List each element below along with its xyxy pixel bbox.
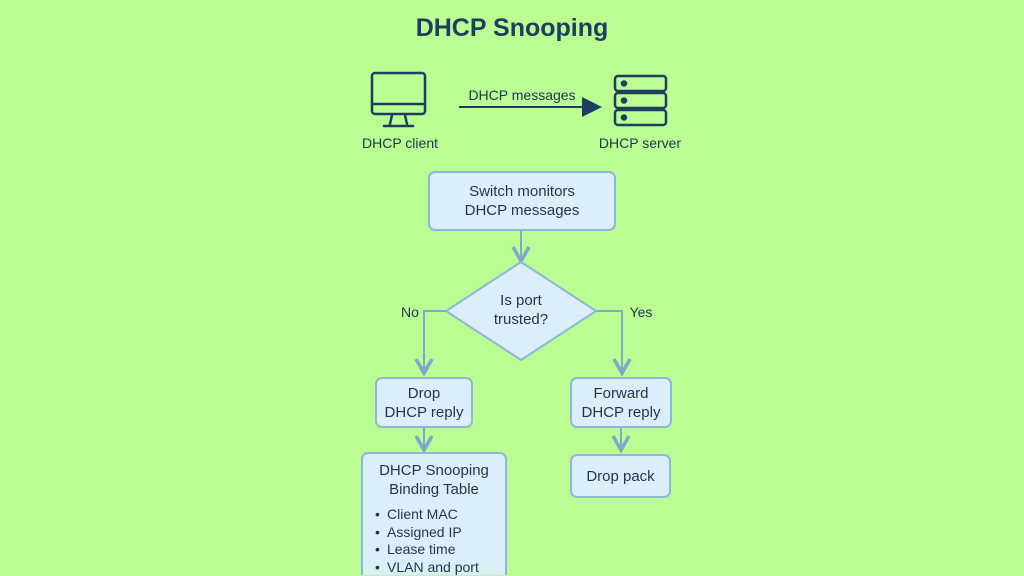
- drop-reply-line2: DHCP reply: [385, 403, 464, 422]
- binding-table-list: Client MAC Assigned IP Lease time VLAN a…: [363, 506, 505, 576]
- binding-table-box: DHCP Snooping Binding Table Client MAC A…: [361, 452, 507, 575]
- switch-monitors-line1: Switch monitors: [469, 182, 575, 201]
- dhcp-server-label: DHCP server: [588, 135, 692, 151]
- forward-reply-line1: Forward: [593, 384, 648, 403]
- yes-label: Yes: [626, 304, 656, 320]
- binding-item-client-mac: Client MAC: [375, 506, 505, 524]
- no-label: No: [398, 304, 422, 320]
- decision-text: Is port trusted?: [466, 291, 576, 329]
- server-icon: [615, 76, 666, 125]
- switch-monitors-box: Switch monitors DHCP messages: [428, 171, 616, 231]
- decision-line2: trusted?: [466, 310, 576, 329]
- drop-pack-label: Drop pack: [586, 467, 654, 486]
- yes-branch-arrow: [596, 311, 622, 373]
- decision-line1: Is port: [466, 291, 576, 310]
- binding-table-title-line1: DHCP Snooping: [363, 461, 505, 480]
- drop-dhcp-reply-box: Drop DHCP reply: [375, 377, 473, 428]
- no-branch-arrow: [424, 311, 446, 373]
- switch-monitors-line2: DHCP messages: [465, 201, 580, 220]
- drop-pack-box: Drop pack: [570, 454, 671, 498]
- monitor-icon: [372, 73, 425, 126]
- binding-item-vlan-port: VLAN and port: [375, 559, 505, 576]
- dhcp-client-label: DHCP client: [350, 135, 450, 151]
- binding-item-assigned-ip: Assigned IP: [375, 524, 505, 542]
- dhcp-messages-label: DHCP messages: [455, 87, 589, 103]
- forward-reply-line2: DHCP reply: [582, 403, 661, 422]
- drop-reply-line1: Drop: [408, 384, 441, 403]
- forward-dhcp-reply-box: Forward DHCP reply: [570, 377, 672, 428]
- binding-item-lease-time: Lease time: [375, 541, 505, 559]
- binding-table-title-line2: Binding Table: [363, 480, 505, 499]
